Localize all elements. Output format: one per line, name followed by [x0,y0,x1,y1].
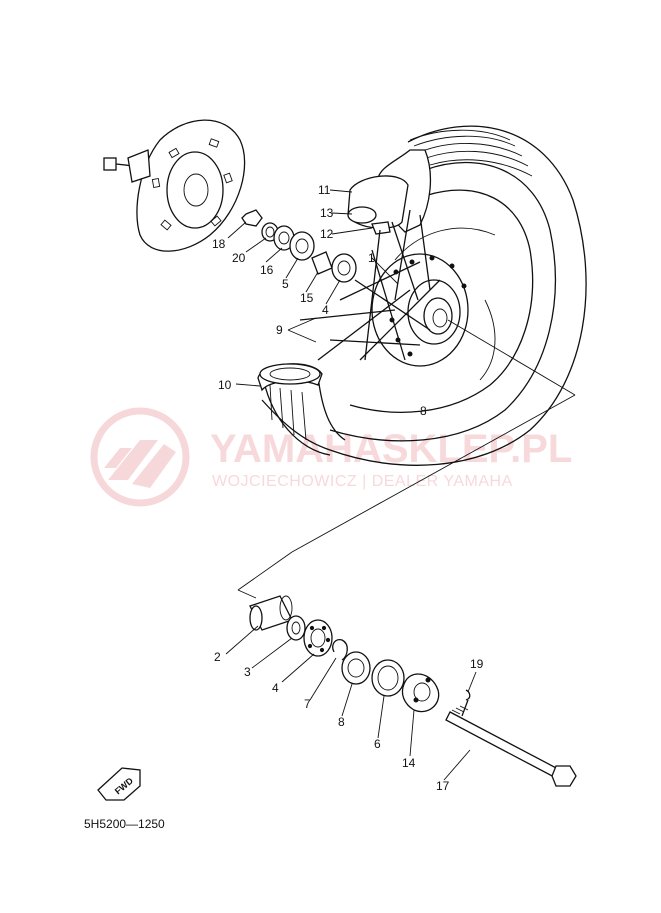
callout-11: 11 [318,183,331,197]
callout-15: 15 [300,291,314,305]
callout-8-lower: 8 [338,715,345,729]
spoke-set-leaders [287,317,317,343]
callout-5: 5 [282,277,289,291]
callout-12: 12 [320,227,334,241]
spokes [299,209,441,361]
callout-9: 9 [276,323,283,337]
watermark: YAMAHASKLEP.PL WOJCIECHOWICZ | DEALER YA… [90,407,572,507]
watermark-logo-icon [90,407,190,507]
callout-2: 2 [214,650,221,664]
axle-leader [237,319,576,599]
callout-20: 20 [232,251,246,265]
callout-8-upper: 8 [420,404,427,418]
callout-6: 6 [374,737,381,751]
callout-18: 18 [212,237,226,251]
callout-13: 13 [320,206,334,220]
callouts: 11 13 12 1 18 20 16 5 15 4 9 10 8 2 3 4 … [212,183,484,793]
callout-19: 19 [470,657,484,671]
callout-14: 14 [402,756,416,770]
callout-3: 3 [244,665,251,679]
callout-4-lower: 4 [272,681,279,695]
tube-part-11 [347,175,409,235]
callout-7: 7 [304,697,311,711]
callout-16: 16 [260,263,274,277]
callout-10: 10 [218,378,232,392]
wheel-hub [371,253,469,367]
diagram-code: 5H5200—1250 [84,817,165,831]
fwd-arrow-icon: FWD [97,767,141,801]
lower-axle-parts [249,595,577,787]
upper-small-parts [241,209,357,283]
callout-17: 17 [436,779,450,793]
callout-4-upper: 4 [322,303,329,317]
callout-leaders [225,189,477,781]
watermark-subtitle: WOJCIECHOWICZ | DEALER YAMAHA [212,473,513,490]
tyre-part-10 [257,363,323,392]
disc-bolt [103,149,151,183]
callout-1: 1 [368,251,375,265]
brake-disc [136,119,246,252]
